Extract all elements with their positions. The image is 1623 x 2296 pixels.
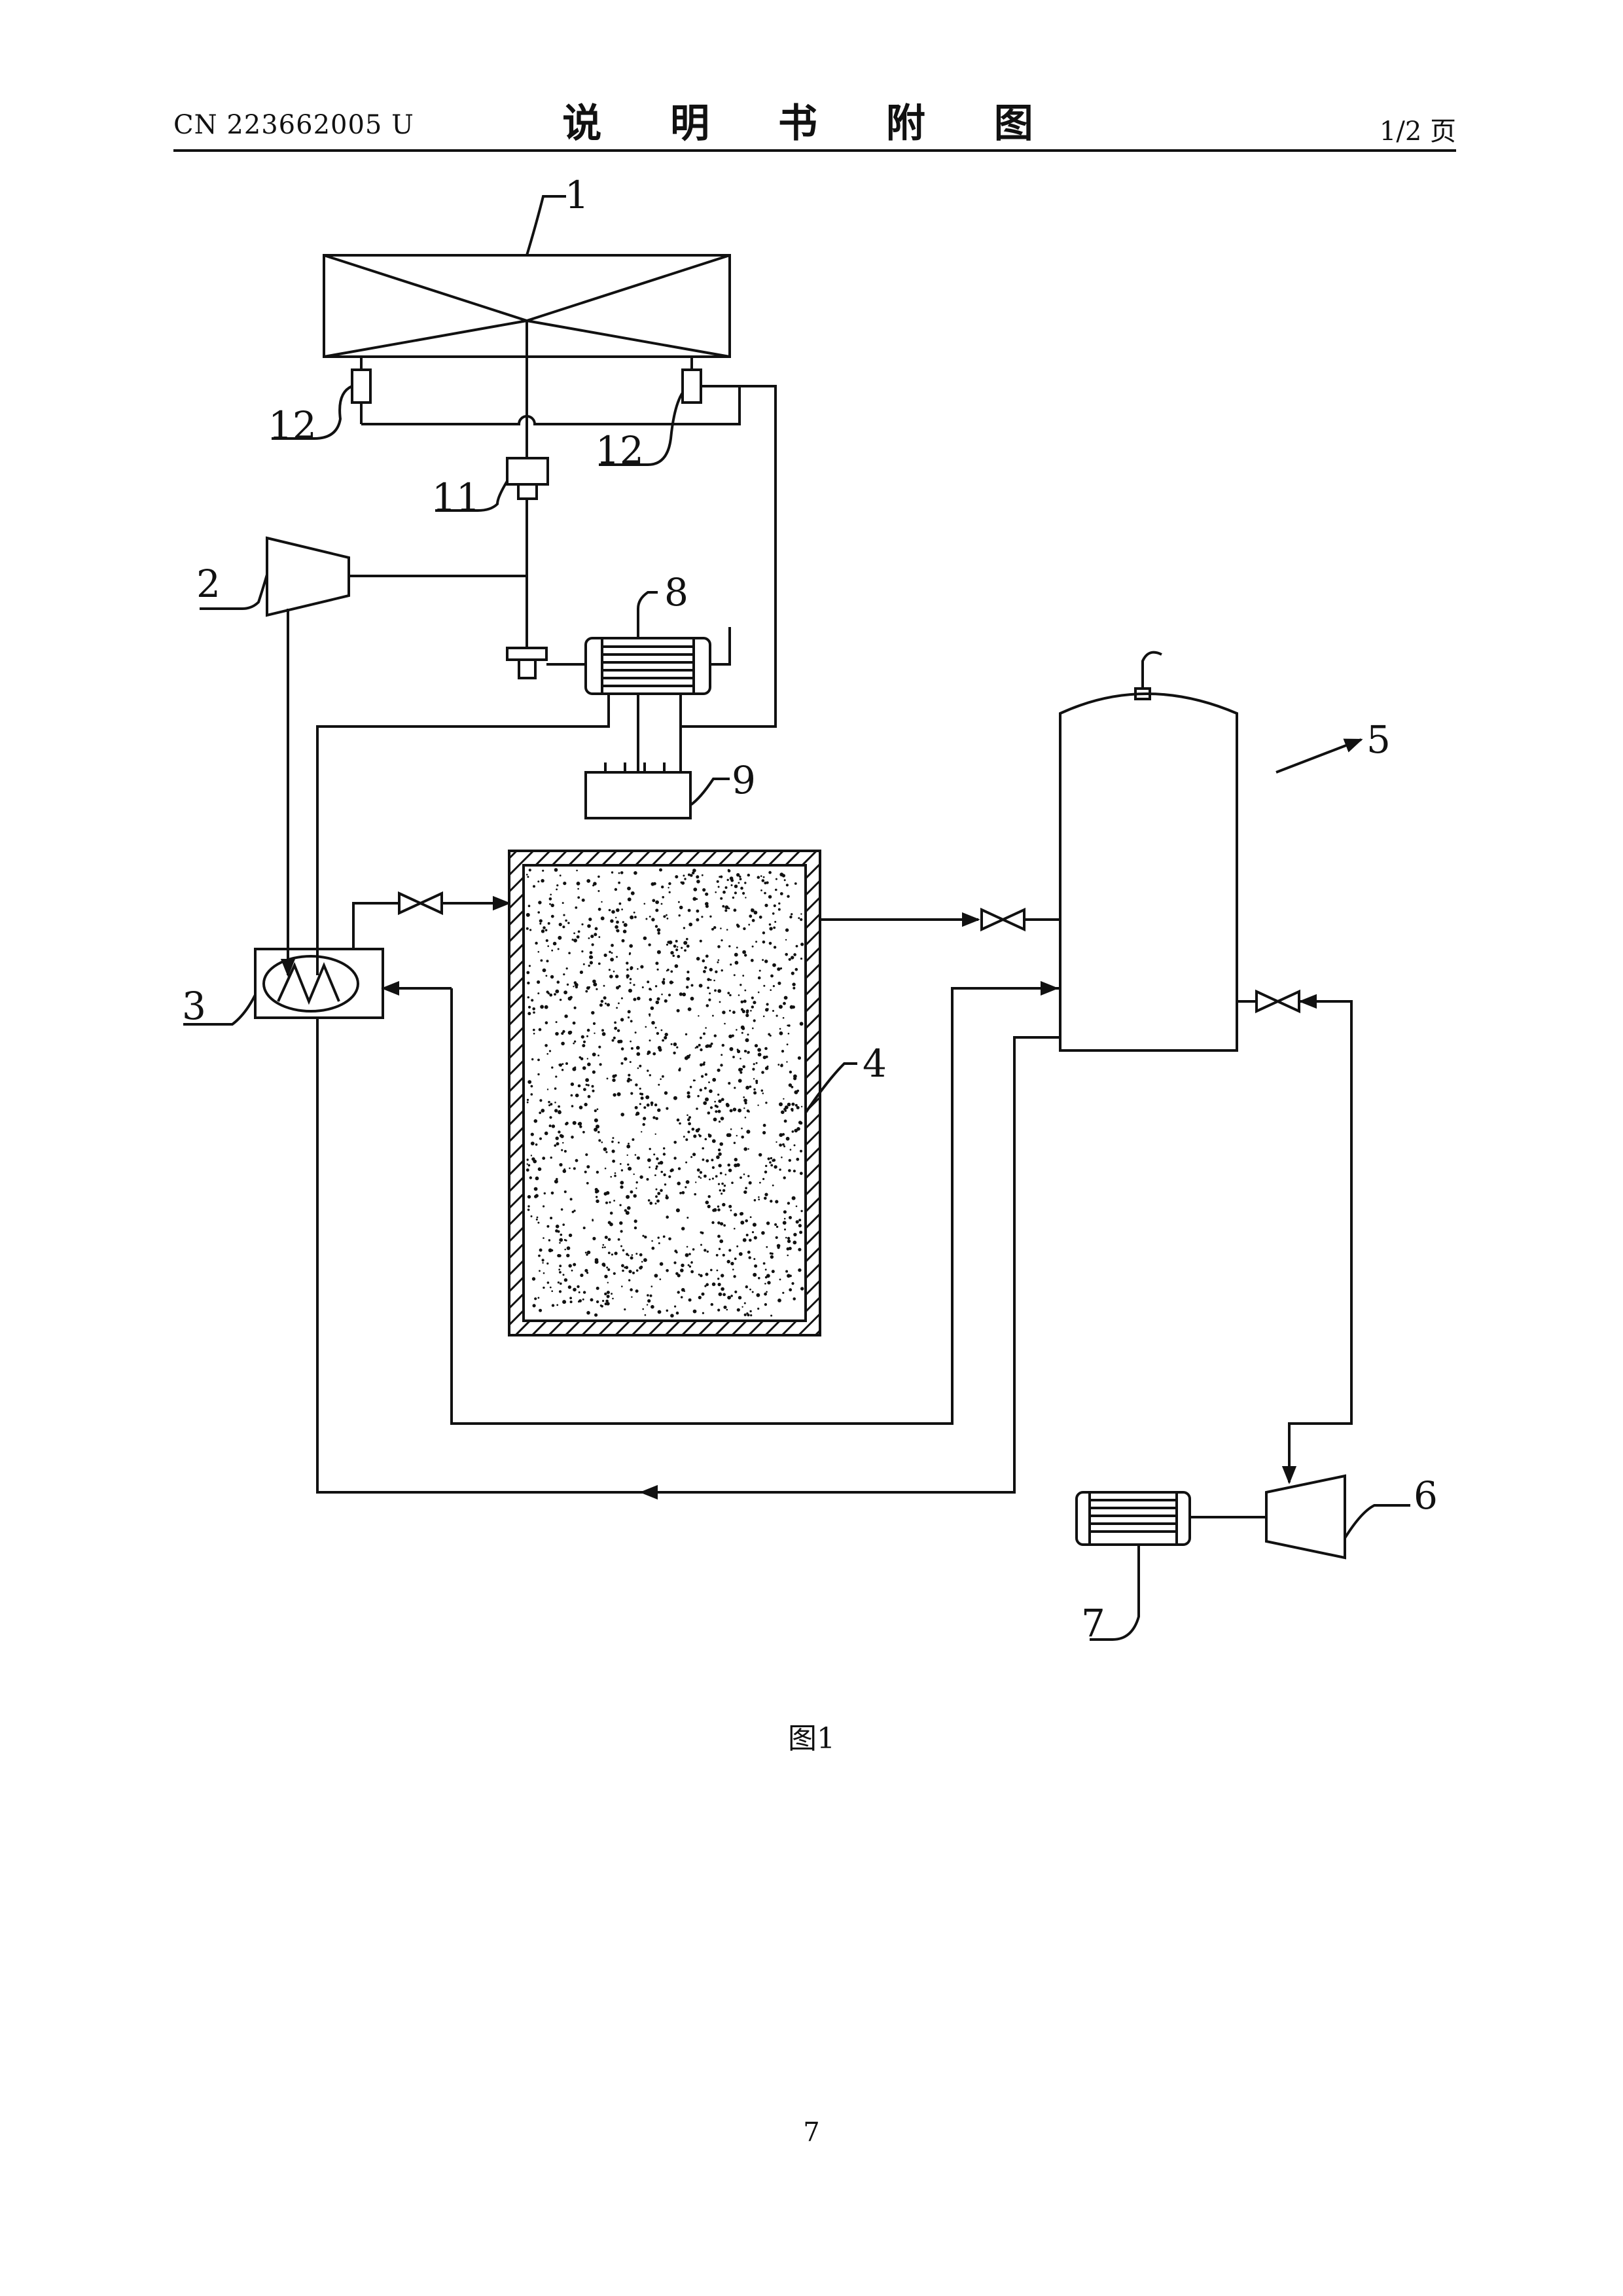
leader-5-arrow: [1276, 740, 1361, 772]
heat-exchanger-8: [586, 638, 710, 694]
leader-1: [527, 196, 566, 255]
valve-1: [399, 893, 442, 913]
pump-6: [1266, 1476, 1345, 1558]
label-4: 4: [863, 1041, 887, 1086]
figure-caption: 图1: [0, 1715, 1623, 1757]
sensor-12-right: [683, 357, 701, 403]
label-1: 1: [565, 173, 589, 217]
label-8: 8: [664, 570, 688, 615]
radiator-7: [1077, 1492, 1190, 1545]
label-3: 3: [182, 984, 206, 1028]
line-8-outlet: [710, 627, 730, 664]
leader-8: [638, 592, 658, 622]
label-12-right: 12: [596, 428, 644, 473]
label-6: 6: [1414, 1473, 1438, 1518]
leader-9: [690, 779, 730, 805]
label-11: 11: [432, 475, 480, 520]
valve-2: [982, 910, 1024, 929]
page-number: 7: [0, 2117, 1623, 2147]
heat-exchanger-3: [255, 949, 383, 1018]
label-2: 2: [196, 562, 221, 606]
tank-5: [1060, 653, 1237, 1050]
unit-1-box: [324, 255, 730, 357]
component-11: [507, 458, 548, 499]
label-5: 5: [1366, 717, 1391, 762]
sensor-12-left: [352, 357, 370, 424]
label-7: 7: [1081, 1601, 1105, 1645]
tee-fitting: [507, 648, 546, 678]
valve-3: [1257, 992, 1299, 1011]
label-9: 9: [732, 758, 756, 802]
system-diagram: 1 12 12 11 2 8 9 3 4 5 6 7: [0, 0, 1623, 1767]
compressor-2: [267, 538, 349, 615]
label-12-left: 12: [268, 403, 317, 448]
line-3-to-valve: [353, 903, 399, 949]
line-valve-to-6: [1289, 1001, 1351, 1482]
leader-6: [1345, 1505, 1410, 1538]
